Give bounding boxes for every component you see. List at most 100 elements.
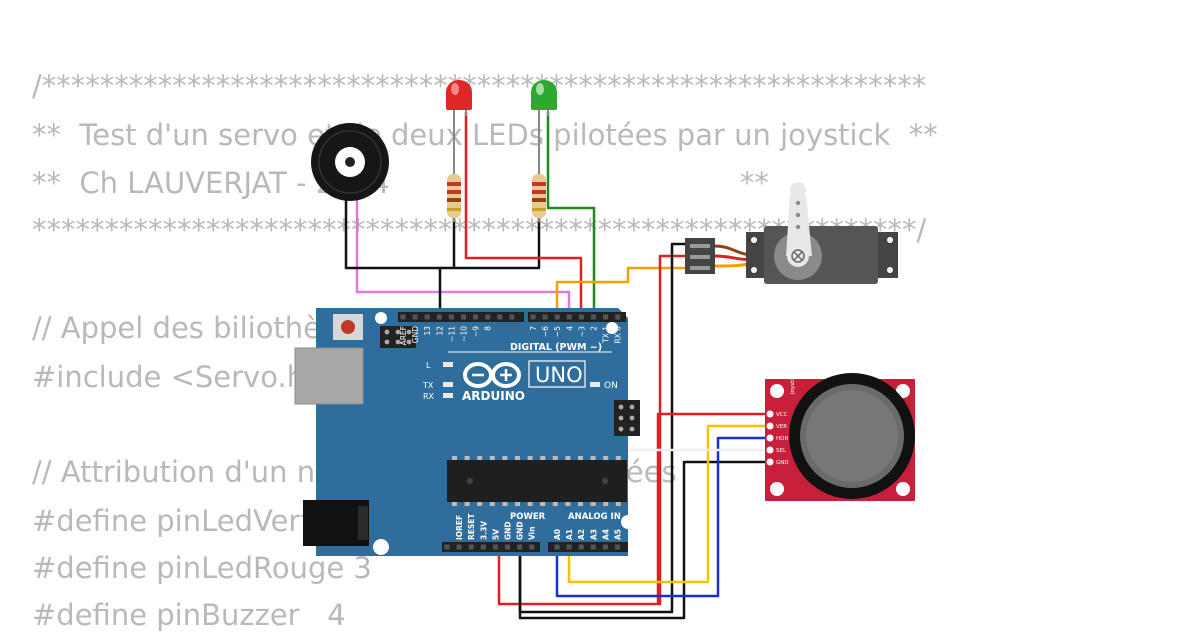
header-pin-hole[interactable] [444,544,450,550]
analog-pin-label: A4 [601,529,610,540]
header-pin-hole[interactable] [554,314,560,320]
header-pin-hole[interactable] [492,544,498,550]
joystick-pin-hole[interactable] [766,422,774,430]
wire-servo-vcc[interactable] [497,254,688,606]
code-line-11: #define pinLedRouge 3 [32,551,372,585]
header-pin-hole[interactable] [497,314,503,320]
digital-pin-label: 12 [435,326,444,336]
joystick-pin-hole[interactable] [766,434,774,442]
code-line-12: #define pinBuzzer 4 [32,598,346,632]
header-pin-hole[interactable] [542,314,548,320]
header-pin-hole[interactable] [468,544,474,550]
joystick-pin-hole[interactable] [766,446,774,454]
led-rx-label: RX [423,392,435,401]
wire-joystick-vcc[interactable] [656,412,770,604]
header-pin-hole[interactable] [566,314,572,320]
header-pin-hole[interactable] [530,314,536,320]
digital-pin-label: 8 [484,326,493,331]
digital-pin-label: 13 [423,326,432,336]
header-pin-hole[interactable] [590,544,596,550]
digital-pin-label: GND [411,326,420,343]
digital-pin-holes [400,314,621,320]
digital-pin-label: ~11 [447,326,456,342]
header-pin-hole[interactable] [566,544,572,550]
header-pin-hole[interactable] [436,314,442,320]
reset-button-cap[interactable] [341,320,355,334]
wire-buzzer-signal[interactable] [355,200,571,318]
joystick-pin-label: GND [776,460,789,466]
header-pin-hole[interactable] [591,314,596,320]
header-pin-hole[interactable] [554,544,560,550]
header-pin-hole[interactable] [615,314,621,320]
led-l-label: L [426,361,431,370]
arduino-model: UNO [535,363,583,387]
wire-buzzer-gnd[interactable] [344,200,442,318]
header-pin-hole[interactable] [456,544,462,550]
digital-pin-label: ~3 [577,326,586,337]
atmega-chip [447,460,627,502]
power-pin-label: RESET [467,513,476,540]
joystick-pin-hole[interactable] [766,410,774,418]
header-pin-hole[interactable] [448,314,454,320]
usb-connector [294,347,364,405]
header-pin-hole[interactable] [615,544,620,550]
joystick-module[interactable]: Joystick VCC VER HOR SEL GND [765,372,915,501]
wire-led-green-signal[interactable] [546,112,596,318]
code-line-1: /***************************************… [32,69,927,103]
servo-motor[interactable] [685,182,898,284]
digital-pin-label: AREF [399,326,408,345]
analog-header [548,542,628,552]
wire-led-red-signal[interactable] [464,112,583,318]
led-tx-label: TX [422,381,434,390]
joystick-pin-label: VCC [776,412,788,418]
joystick-pin-label: SEL [776,448,787,454]
icsp-header-2 [614,400,640,436]
wire-joystick-ver[interactable] [567,424,770,584]
header-pin-hole[interactable] [578,314,584,320]
analog-in-label: ANALOG IN [568,512,621,522]
header-pin-hole[interactable] [424,314,430,320]
led-green[interactable] [531,80,557,175]
header-pin-hole[interactable] [509,314,515,320]
buzzer[interactable] [311,123,389,201]
mounting-hole [373,539,389,555]
analog-pin-label: A0 [553,529,562,540]
joystick-pin-label: VER [776,424,787,430]
header-pin-hole[interactable] [412,314,418,320]
header-pin-hole[interactable] [461,314,466,320]
led-on-indicator [590,382,600,387]
joystick-pin-label: HOR [776,436,788,442]
arduino-brand: ARDUINO [462,389,525,403]
digital-pin-label: ~9 [472,326,481,337]
digital-pin-label: 2 [590,326,599,331]
header-pin-hole[interactable] [400,314,406,320]
analog-pin-label: A2 [577,529,586,540]
joystick-pin-hole[interactable] [766,458,774,466]
wire-servo-signal[interactable] [555,266,688,318]
wire-joystick-hor[interactable] [555,436,770,598]
header-pin-hole[interactable] [480,544,486,550]
analog-pin-label: A5 [614,529,623,540]
header-pin-hole[interactable] [603,314,609,320]
joystick-label: Joystick [790,372,796,395]
header-pin-hole[interactable] [578,544,584,550]
header-pin-hole[interactable] [529,544,535,550]
header-pin-hole[interactable] [485,314,491,320]
wire-led-green-gnd[interactable] [440,218,541,270]
power-label: POWER [510,512,546,522]
analog-pin-label: A3 [589,529,598,540]
header-pin-hole[interactable] [473,314,479,320]
digital-header-right [528,312,626,322]
led-red[interactable] [446,80,472,175]
header-pin-hole[interactable] [505,544,510,550]
power-pin-label: 3.3V [479,521,488,540]
header-pin-hole[interactable] [602,544,608,550]
wires [344,112,770,620]
digital-pwm-label: DIGITAL (PWM ~) [510,342,602,353]
header-pin-hole[interactable] [517,544,523,550]
wire-joystick-gnd[interactable] [518,460,770,620]
power-pin-label: GND [516,521,525,540]
